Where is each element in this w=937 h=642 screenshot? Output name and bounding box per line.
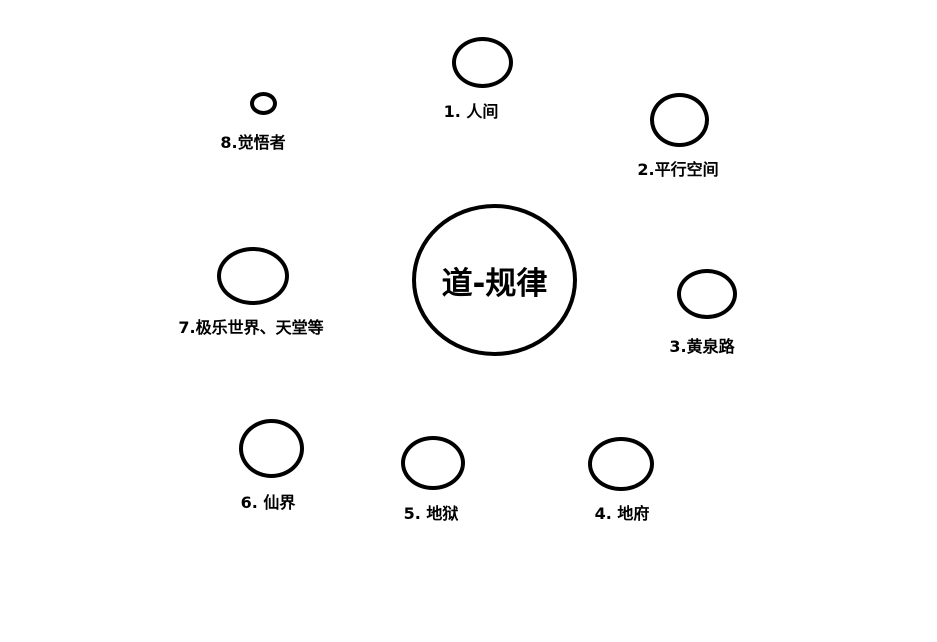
node-7-circle [217,247,289,305]
node-4-circle [588,437,654,491]
node-1-label: 1. 人间 [443,102,499,121]
center-node-label: 道-规律 [441,265,548,302]
node-5-circle [401,436,465,490]
node-7-label: 7.极乐世界、天堂等 [178,318,324,337]
node-2-label: 2.平行空间 [637,160,719,179]
node-3-circle [677,269,737,319]
node-8-label: 8.觉悟者 [220,133,286,152]
node-3-label: 3.黄泉路 [669,337,735,356]
node-5-label: 5. 地狱 [403,504,459,523]
node-1-circle [452,37,513,88]
node-2-circle [650,93,709,147]
center-node-circle: 道-规律 [412,204,577,356]
node-8-circle [250,92,277,115]
node-6-label: 6. 仙界 [240,493,296,512]
node-4-label: 4. 地府 [594,504,650,523]
node-6-circle [239,419,304,478]
